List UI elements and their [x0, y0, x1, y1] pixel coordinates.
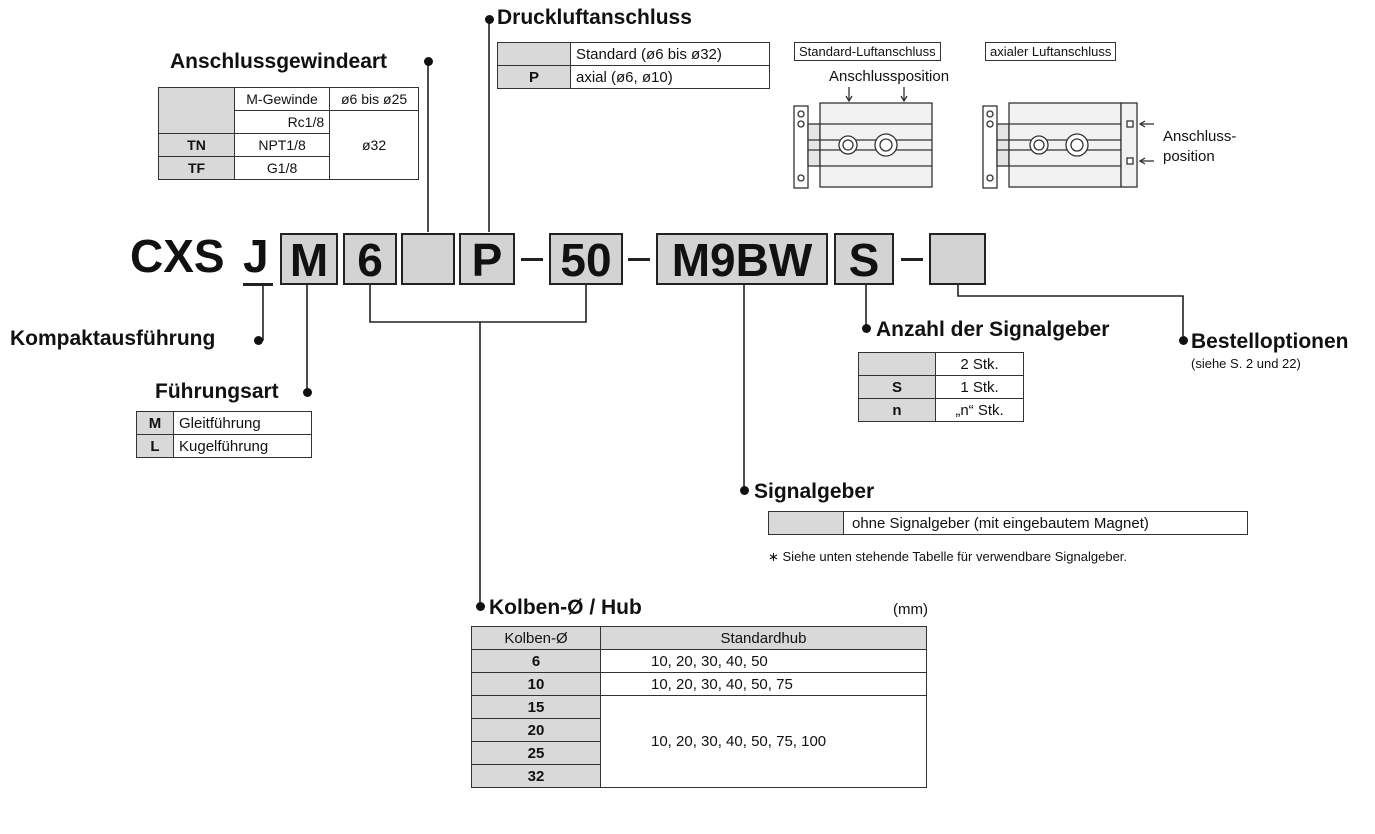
code-switch-qty-box: S	[834, 233, 894, 285]
switch-qty-desc: 1 Stk.	[935, 375, 1024, 399]
air-port-desc: axial (ø6, ø10)	[570, 65, 770, 89]
table-row: TF G1/8	[158, 156, 419, 180]
table-row: 15 10, 20, 30, 40, 50, 75, 100	[471, 695, 927, 788]
port-position-label-split-1: Anschluss-	[1163, 128, 1237, 145]
bore-stroke-table: Kolben-Ø Standardhub 6 10, 20, 30, 40, 5…	[471, 626, 927, 788]
code-option-box	[929, 233, 986, 285]
thread-type-dot	[424, 57, 433, 66]
table-row: 20	[471, 718, 927, 742]
table-row: M Gleitführung	[136, 411, 312, 435]
code-thread-box	[401, 233, 455, 285]
guide-type-title: Führungsart	[155, 380, 279, 403]
table-row: TN NPT1/8	[158, 133, 419, 157]
table-row: Standard (ø6 bis ø32)	[497, 42, 770, 66]
code-dash-3	[901, 258, 923, 261]
column-header: Kolben-Ø	[471, 626, 601, 650]
thread-bore: ø32	[329, 110, 419, 180]
table-row: n „n“ Stk.	[858, 398, 1024, 422]
code-guide-box: M	[280, 233, 338, 285]
air-port-code	[497, 42, 571, 66]
table-row: L Kugelführung	[136, 434, 312, 458]
stroke-cell: 10, 20, 30, 40, 50, 75, 100	[600, 695, 927, 788]
table-row: 10 10, 20, 30, 40, 50, 75	[471, 672, 927, 696]
table-row: P axial (ø6, ø10)	[497, 65, 770, 89]
signal-title: Signalgeber	[754, 480, 875, 503]
air-port-table: Standard (ø6 bis ø32) P axial (ø6, ø10)	[497, 42, 770, 89]
options-title: Bestelloptionen	[1191, 330, 1349, 353]
table-header: Kolben-Ø Standardhub	[471, 626, 927, 650]
switch-qty-table: 2 Stk. S 1 Stk. n „n“ Stk.	[858, 352, 1024, 422]
guide-desc: Kugelführung	[173, 434, 312, 458]
port-position-label: Anschlussposition	[829, 68, 950, 85]
bore-cell: 20	[471, 718, 601, 742]
signal-table: ohne Signalgeber (mit eingebautem Magnet…	[768, 511, 1248, 535]
thread-name: NPT1/8	[233, 133, 331, 157]
switch-qty-dot	[862, 324, 871, 333]
signal-code	[768, 511, 844, 535]
switch-qty-desc: 2 Stk.	[935, 352, 1024, 376]
signal-desc: ohne Signalgeber (mit eingebautem Magnet…	[843, 511, 1248, 535]
compact-title: Kompaktausführung	[10, 327, 216, 350]
table-row: 32	[471, 764, 927, 788]
code-j-underline	[243, 283, 273, 286]
code-prefix: CXS	[130, 230, 225, 282]
axial-port-label: axialer Luftanschluss	[985, 42, 1117, 61]
thread-name: G1/8	[233, 156, 331, 180]
table-row: 25	[471, 741, 927, 765]
table-row: M-Gewinde ø6 bis ø25	[158, 87, 419, 134]
code-dash-1	[521, 258, 543, 261]
switch-qty-title: Anzahl der Signalgeber	[876, 318, 1110, 341]
stroke-cell: 10, 20, 30, 40, 50, 75	[600, 672, 927, 696]
switch-qty-code: S	[858, 375, 936, 399]
code-port-box: P	[459, 233, 515, 285]
signal-dot	[740, 486, 749, 495]
bore-cell: 10	[471, 672, 601, 696]
bore-stroke-dot	[476, 602, 485, 611]
port-position-label-split-2: position	[1163, 148, 1215, 165]
switch-qty-desc: „n“ Stk.	[935, 398, 1024, 422]
guide-code: M	[136, 411, 174, 435]
air-port-code: P	[497, 65, 571, 89]
thread-type-title: Anschlussgewindeart	[170, 50, 388, 73]
bore-cell: 6	[471, 649, 601, 673]
signal-note: ∗ Siehe unten stehende Tabelle für verwe…	[768, 549, 1128, 564]
bore-cell: 32	[471, 764, 601, 788]
air-port-dot	[485, 15, 494, 24]
code-stroke-box: 50	[549, 233, 623, 285]
table-row: 2 Stk.	[858, 352, 1024, 376]
bore-cell: 15	[471, 695, 601, 719]
guide-type-dot	[303, 388, 312, 397]
column-header: Standardhub	[600, 626, 927, 650]
switch-qty-code: n	[858, 398, 936, 422]
thread-bore: ø6 bis ø25	[329, 87, 419, 111]
code-switch-box: M9BW	[656, 233, 828, 285]
guide-code: L	[136, 434, 174, 458]
thread-code: TN	[158, 133, 235, 157]
compact-dot	[254, 336, 263, 345]
bore-stroke-title: Kolben-Ø / Hub	[489, 596, 642, 619]
thread-code	[158, 87, 235, 134]
air-port-title: Druckluftanschluss	[497, 6, 692, 29]
code-j: J	[243, 230, 269, 282]
code-dash-2	[628, 258, 650, 261]
guide-type-table: M Gleitführung L Kugelführung	[136, 411, 312, 458]
table-row: ohne Signalgeber (mit eingebautem Magnet…	[768, 511, 1248, 535]
table-row: Rc1/8 ø32	[159, 110, 419, 180]
table-row: 6 10, 20, 30, 40, 50	[471, 649, 927, 673]
bore-cell: 25	[471, 741, 601, 765]
stroke-cell: 10, 20, 30, 40, 50	[600, 649, 927, 673]
options-dot	[1179, 336, 1188, 345]
options-note: (siehe S. 2 und 22)	[1191, 356, 1301, 371]
thread-type-table: M-Gewinde ø6 bis ø25 Rc1/8 ø32 TN NPT1/8…	[158, 87, 419, 180]
code-bore-box: 6	[343, 233, 397, 285]
standard-port-label: Standard-Luftanschluss	[794, 42, 941, 61]
table-row: S 1 Stk.	[858, 375, 1024, 399]
thread-code: TF	[158, 156, 235, 180]
switch-qty-code	[858, 352, 936, 376]
guide-desc: Gleitführung	[173, 411, 312, 435]
bore-stroke-unit: (mm)	[893, 601, 928, 618]
